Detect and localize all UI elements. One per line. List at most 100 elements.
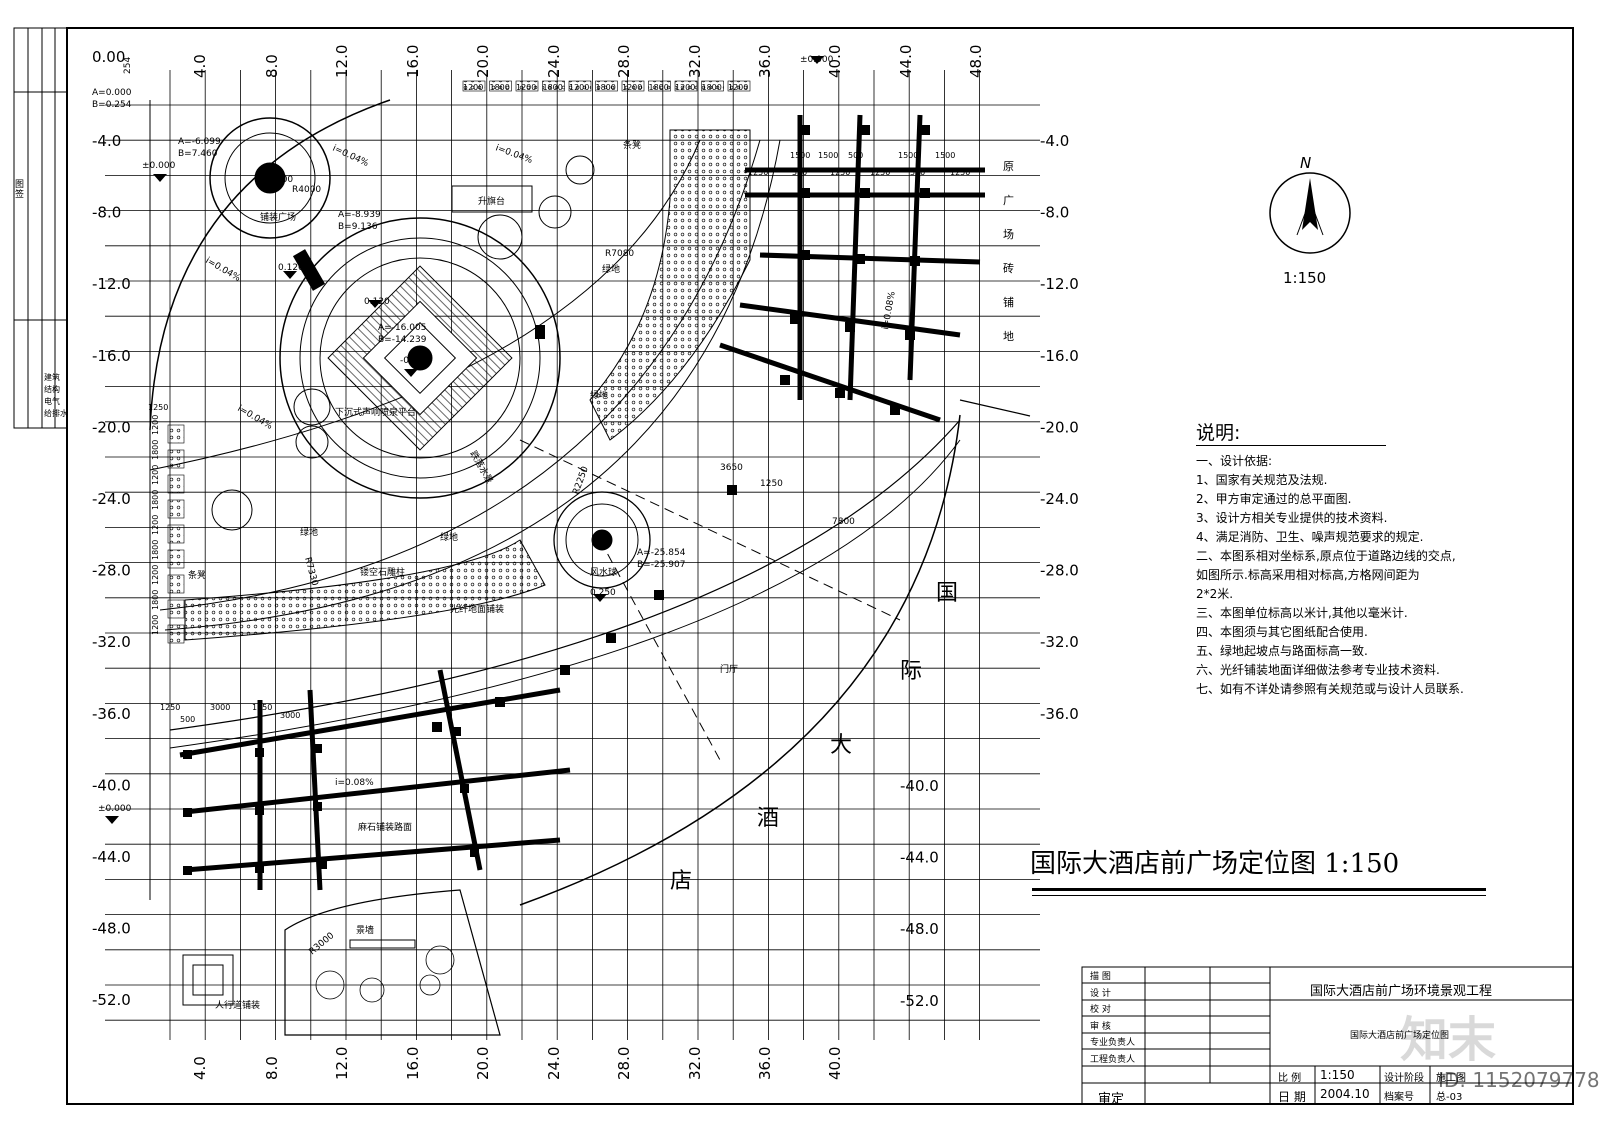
side-text-char: 原: [1003, 160, 1014, 173]
left-dim-label: 1800: [151, 590, 160, 610]
note-line: 四、本图须与其它图纸配合使用.: [1196, 625, 1368, 639]
right-dim-label: 1500: [818, 151, 838, 160]
bottom-axis-label: 24.0: [545, 1047, 563, 1080]
right-dim-label: 1500: [898, 151, 918, 160]
plan-label-elev_a0: A=0.000: [92, 88, 132, 98]
bottom-axis-label: 28.0: [615, 1047, 633, 1080]
left-axis-label: -28.0: [92, 562, 131, 580]
left-dim-box: [167, 449, 185, 469]
plan-label-paved_plaza: 铺装广场: [260, 211, 296, 223]
top-axis-label: 24.0: [545, 45, 563, 78]
left-dim-box: [167, 574, 185, 594]
left-dim-label: 1800: [151, 490, 160, 510]
note-line: 一、设计依据:: [1196, 454, 1273, 468]
bottom-axis-label: 12.0: [333, 1047, 351, 1080]
plan-label-elev_b2: B=9.136: [338, 222, 378, 232]
right-dim-label: 500: [792, 168, 807, 177]
plan-label-wind_ball: 风水球: [590, 566, 617, 578]
side-text-char: 广: [1003, 194, 1014, 207]
plan-geometry: [105, 56, 1031, 1036]
tb-scale-value: 1:150: [1320, 1068, 1355, 1082]
bottom-dim-label: 1250: [252, 703, 272, 712]
plan-label-granite: 麻石铺装路面: [358, 821, 412, 833]
tb-row-label: 工程负责人: [1090, 1055, 1136, 1065]
top-axis-label: 32.0: [686, 45, 704, 78]
top-dim-box: [701, 80, 724, 92]
bottom-axis-label: 16.0: [404, 1047, 422, 1080]
top-dim-box: [515, 80, 539, 92]
bottom-axis-label: 40.0: [826, 1047, 844, 1080]
tb-file-value: 总-03: [1436, 1092, 1463, 1103]
plan-label-r4000: R4000: [292, 185, 321, 195]
bottom-dim-label: 3000: [280, 711, 300, 720]
bottom-axis-label: 32.0: [686, 1047, 704, 1080]
top-dim-label: 1200: [675, 83, 695, 92]
right-axis-label: -32.0: [1040, 633, 1079, 651]
hotel-name-char: 酒: [757, 806, 779, 831]
top-axis-label: 28.0: [615, 45, 633, 78]
plan-label-elev_a4: A=-25.854: [637, 548, 686, 558]
strip-label: 给排水: [44, 409, 68, 418]
left-axis-label: -24.0: [92, 490, 131, 508]
right-axis-label: -28.0: [1040, 562, 1079, 580]
bottom-axis-label: 20.0: [474, 1047, 492, 1080]
tb-row-label: 审 核: [1090, 1021, 1111, 1032]
north-arrow: [1269, 172, 1351, 254]
north-letter: N: [1300, 154, 1311, 172]
plan-label-elev_b4: B=-25.907: [637, 560, 685, 570]
right-dim-label: 1250: [830, 168, 850, 177]
top-axis-label: 48.0: [967, 45, 985, 78]
note-line: 3、设计方相关专业提供的技术资料.: [1196, 511, 1388, 525]
north-scale: 1:150: [1283, 269, 1326, 287]
left-dim-label: 1200: [151, 415, 160, 435]
right-dim-label: 500: [910, 168, 925, 177]
plan-label-elev_pm0: ±0.000: [142, 161, 176, 171]
note-line: 2、甲方审定通过的总平面图.: [1196, 492, 1352, 506]
plan-label-green2: 绿地: [590, 389, 608, 401]
top-dim-label: 1800: [649, 83, 669, 92]
binding-strip-labels: 建筑结构电气给排水: [44, 372, 68, 420]
strip-label: 结构: [44, 385, 60, 394]
tb-row-label: 校 对: [1090, 1005, 1111, 1016]
tb-row-label: 描 图: [1090, 972, 1111, 982]
left-dim-box: [167, 424, 185, 444]
right-axis-label: -16.0: [1040, 347, 1079, 365]
plan-label-elev_b3: B=-14.239: [378, 335, 427, 345]
left-axis-label: -40.0: [92, 776, 131, 794]
tb-stage-value: 施工图: [1436, 1073, 1466, 1084]
top-dim-label: 1800: [596, 83, 616, 92]
tb-row-label: 设 计: [1090, 988, 1111, 999]
title-underline: [1032, 888, 1486, 891]
plan-label-elev_250: 0.250: [590, 588, 616, 598]
top-dim-box: [674, 80, 698, 92]
top-dim-box: [727, 80, 751, 92]
bottom-axis-label: 8.0: [263, 1056, 281, 1080]
top-dim-label: 1200: [516, 83, 536, 92]
plan-label-r2250: R2250: [571, 465, 590, 496]
plan-label-r7080: R7080: [605, 249, 634, 259]
plan-label-elev_pm0b: ±0.000: [800, 55, 834, 65]
right-axis-label: -8.0: [1040, 204, 1069, 222]
note-line: 二、本图系相对坐标系,原点位于道路边线的交点,: [1196, 549, 1456, 563]
plan-label-bench1: 条凳: [623, 139, 641, 151]
plan-label-slope4: i=0.04%: [236, 404, 275, 432]
plan-label-elev_120b: 0.120: [364, 297, 390, 307]
note-line: 五、绿地起坡点与路面标高一致.: [1196, 644, 1368, 658]
watermark-id: ID: 1152079778: [1438, 1068, 1600, 1092]
plan-label-elev_pm0c: ±0.000: [98, 804, 132, 814]
left-axis-label: -4.0: [92, 132, 121, 150]
left-dim-label: 1200: [151, 515, 160, 535]
tb-review: 审定: [1098, 1092, 1125, 1107]
note-line: 三、本图单位标高以米计,其他以毫米计.: [1196, 606, 1408, 620]
hotel-name-char: 大: [830, 733, 852, 758]
plan-label-green1: 绿地: [602, 263, 620, 275]
left-axis-label: -16.0: [92, 347, 131, 365]
side-text-char: 场: [1003, 227, 1014, 241]
top-dim-box: [542, 80, 565, 92]
tb-date-label: 日 期: [1278, 1090, 1306, 1104]
note-line: 七、如有不详处请参照有关规范或与设计人员联系.: [1196, 682, 1464, 696]
plan-label-green3: 绿地: [300, 526, 318, 538]
plan-label-flag_platform: 升旗台: [478, 195, 505, 207]
tb-sheet: 国际大酒店前广场定位图: [1350, 1031, 1450, 1041]
left-axis-label: -36.0: [92, 705, 131, 723]
